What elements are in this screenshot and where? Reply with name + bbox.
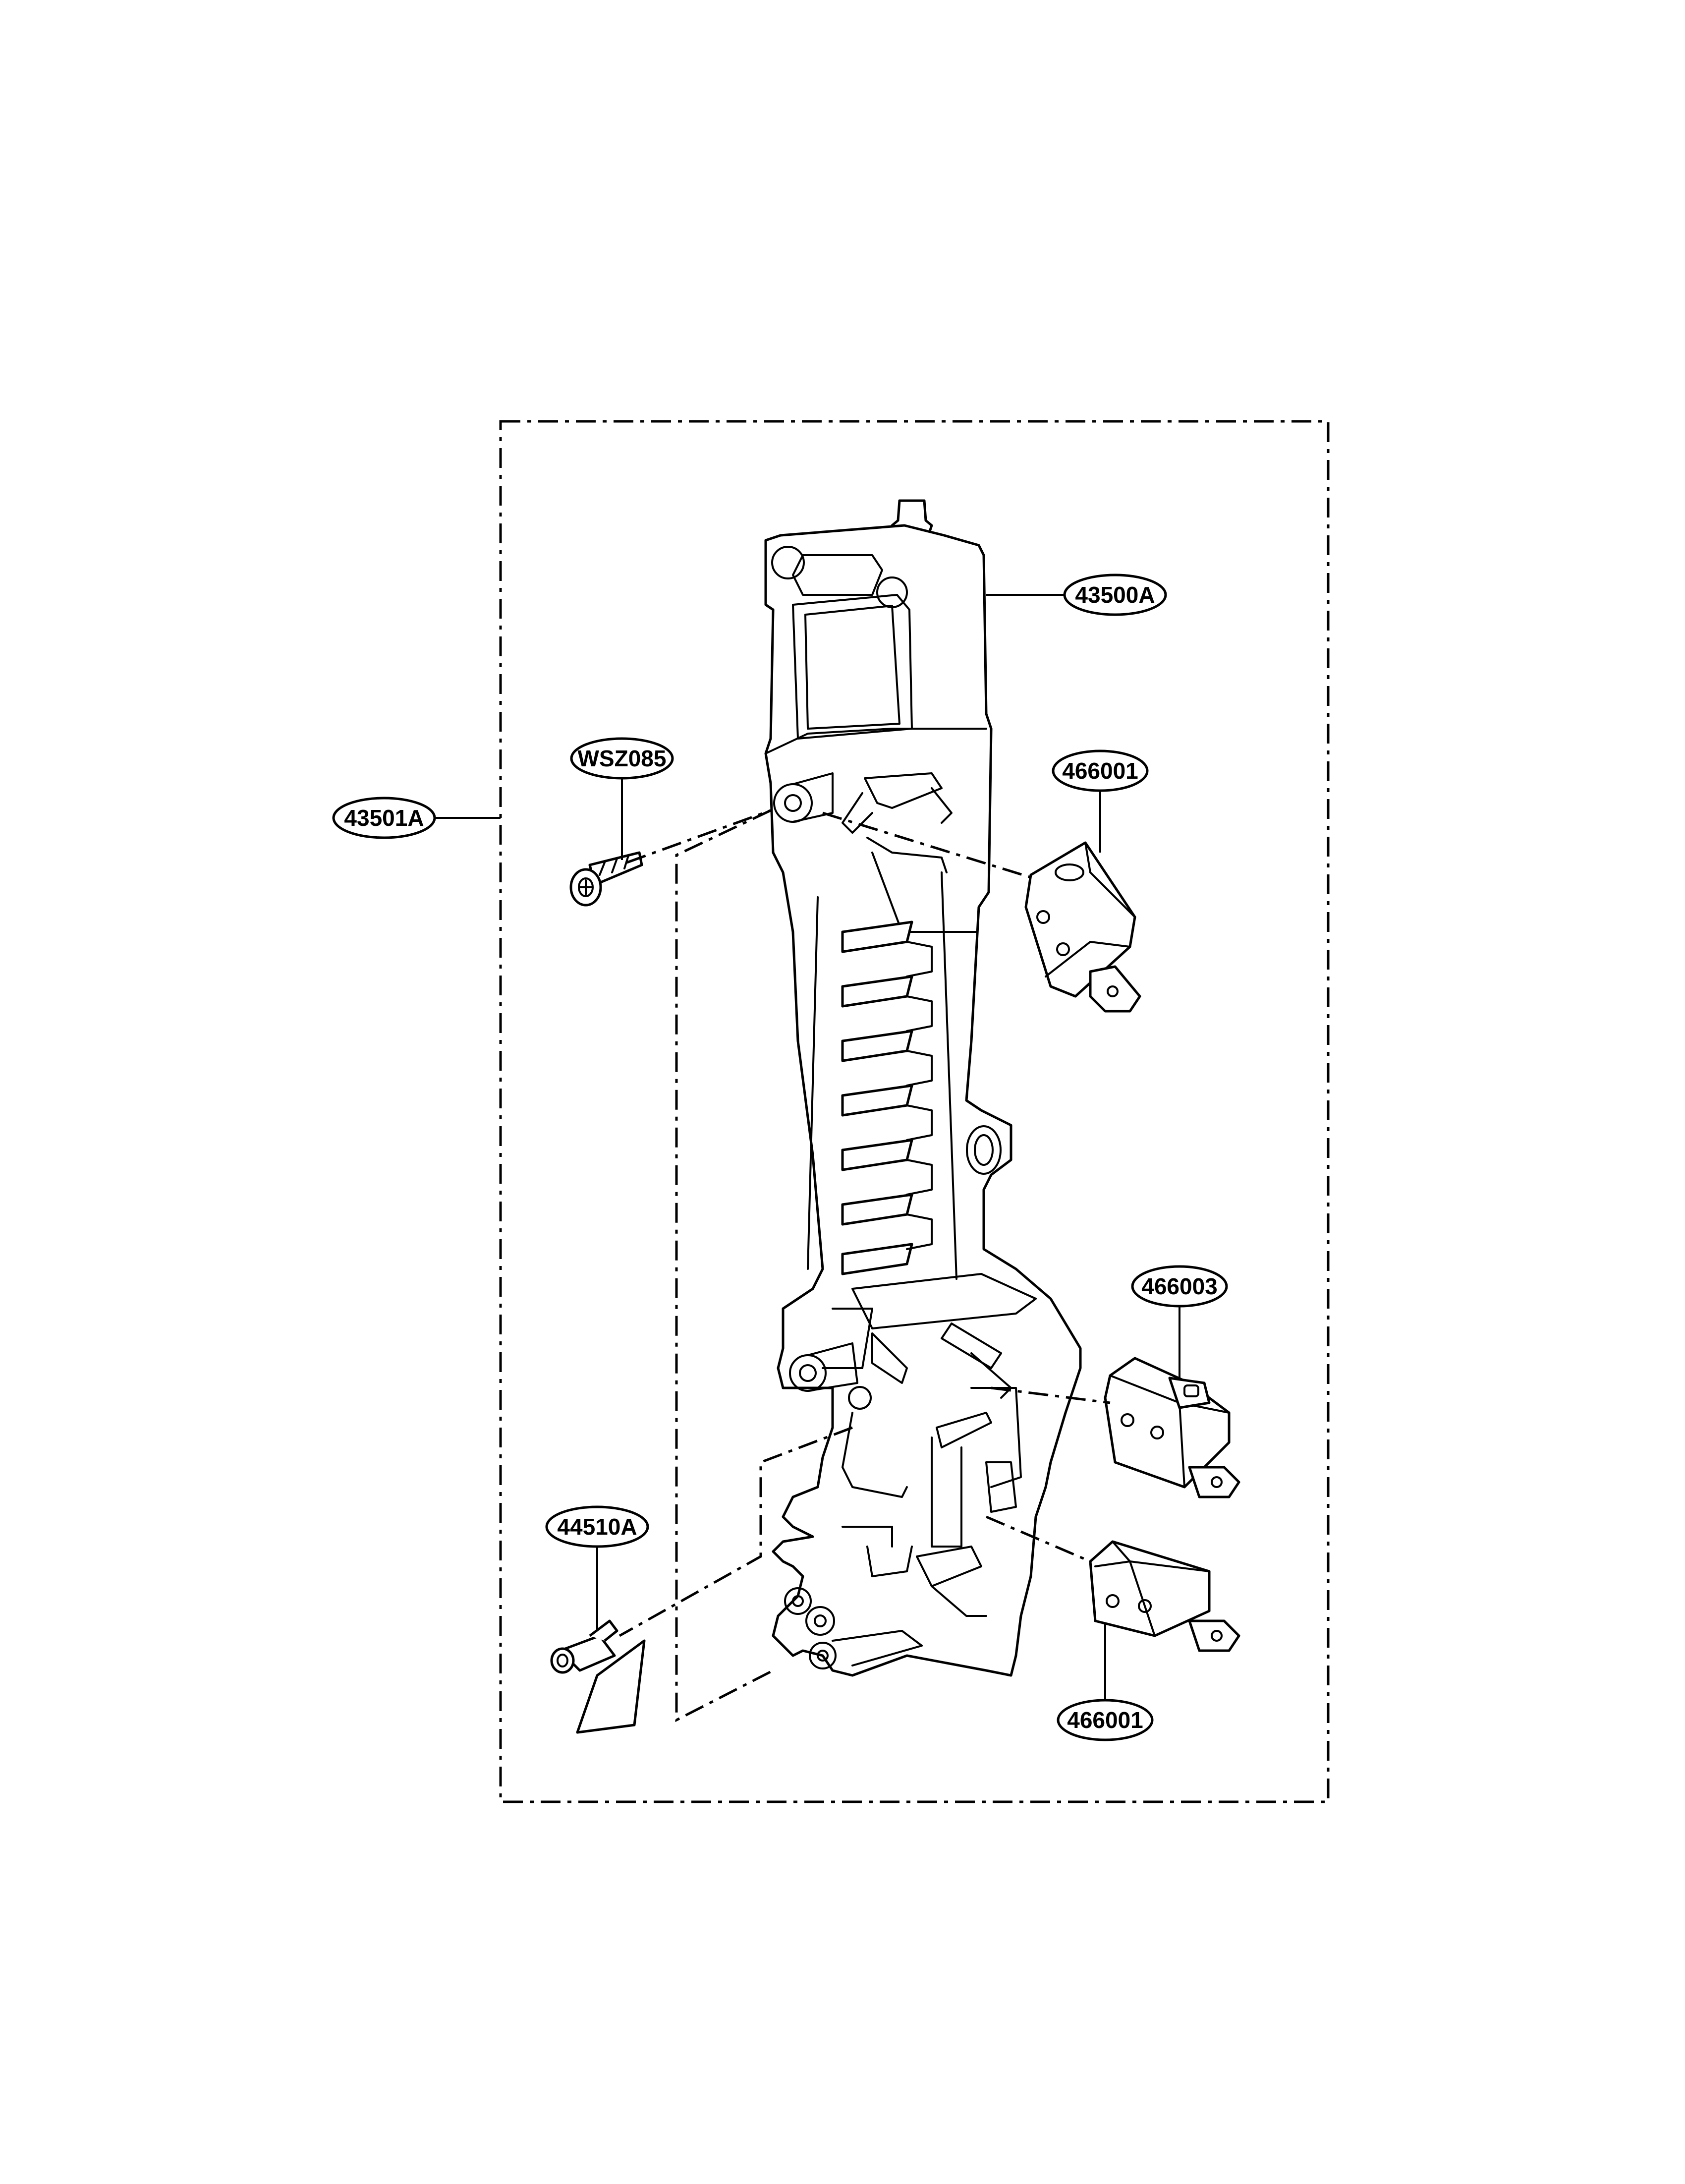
callout-lever-label: 44510A <box>557 1514 637 1540</box>
callout-assembly: 43501A <box>332 797 436 839</box>
callout-screw-label: WSZ085 <box>578 746 667 771</box>
callout-lever: 44510A <box>545 1505 649 1548</box>
callout-switch-upper-label: 466001 <box>1062 758 1138 784</box>
assembly-lines <box>618 809 1111 1723</box>
callout-screw: WSZ085 <box>570 737 674 780</box>
callout-switch-lower: 466001 <box>1057 1699 1154 1741</box>
callout-switch-lower-label: 466001 <box>1067 1707 1143 1733</box>
upper-switch-part <box>1024 841 1141 1013</box>
middle-switch-part <box>1104 1357 1240 1498</box>
lever-part <box>550 1619 646 1734</box>
callout-frame: 43500A <box>1063 574 1167 616</box>
callout-switch-middle: 466003 <box>1131 1265 1228 1308</box>
callout-switch-middle-label: 466003 <box>1141 1273 1218 1299</box>
callout-assembly-label: 43501A <box>344 805 424 831</box>
assembly-boundary <box>499 420 1330 1803</box>
lower-switch-part <box>1089 1540 1240 1652</box>
callout-frame-label: 43500A <box>1075 582 1155 608</box>
callout-switch-upper: 466001 <box>1052 749 1149 792</box>
frame-part <box>764 499 1082 1677</box>
frame-ribs <box>841 920 933 1275</box>
